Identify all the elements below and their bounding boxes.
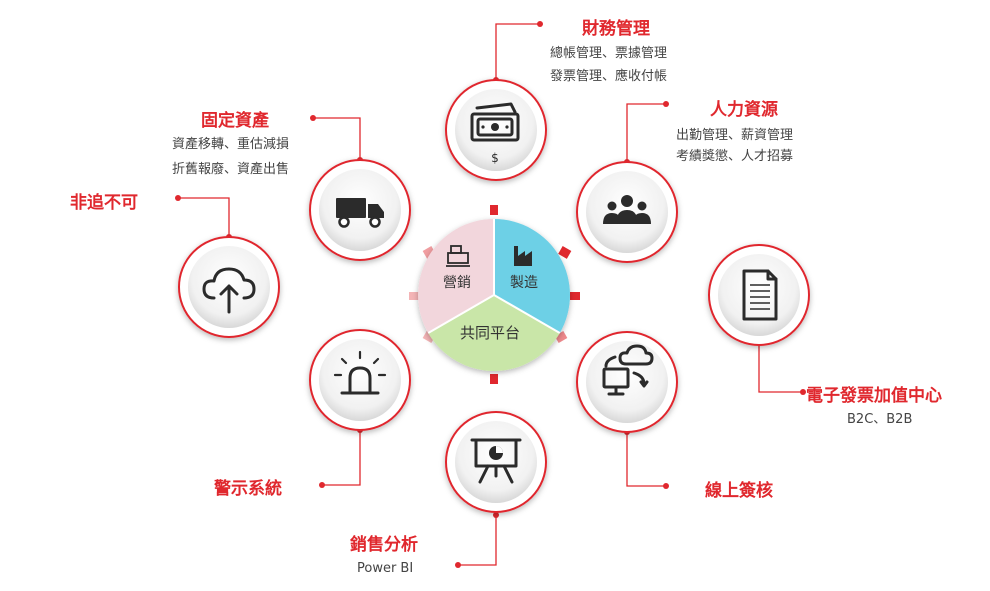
money-icon: $ <box>470 102 520 165</box>
pie-label-platform: 共同平台 <box>460 324 521 342</box>
truck-icon <box>336 198 384 228</box>
pie-dividers <box>427 219 561 334</box>
node-sales <box>445 411 547 513</box>
factory-icon <box>514 246 532 266</box>
finance-line-1: 總帳管理、票據管理 <box>550 46 668 61</box>
alert-title: 警示系統 <box>214 479 282 499</box>
pie-sector-manufacturing <box>494 219 570 333</box>
sales-title: 銷售分析 <box>350 535 418 555</box>
assets-line-2: 折舊報廢、資產出售 <box>172 162 290 177</box>
svg-text:$: $ <box>491 151 499 165</box>
node-cloud <box>178 236 280 338</box>
hr-line-2: 考績獎懲、人才招募 <box>676 149 794 164</box>
pie-label-manufacturing: 製造 <box>510 275 538 291</box>
cloud-title: 非追不可 <box>70 193 138 213</box>
pie-label-marketing: 營銷 <box>443 275 471 291</box>
finance-title: 財務管理 <box>582 19 650 39</box>
signoff-title: 線上簽核 <box>705 481 773 501</box>
presentation-icon <box>470 438 522 484</box>
cloud-upload-icon <box>202 267 256 314</box>
assets-title: 固定資產 <box>201 111 269 131</box>
assets-line-1: 資產移轉、重估減損 <box>172 137 290 152</box>
finance-line-2: 發票管理、應收付帳 <box>550 69 668 84</box>
sales-line-1: Power BI <box>357 561 414 576</box>
einvoice-title: 電子發票加值中心 <box>806 386 942 406</box>
pie-sector-platform <box>428 295 560 371</box>
node-alert <box>309 329 411 431</box>
siren-icon <box>333 350 387 395</box>
node-einvoice <box>708 244 810 346</box>
people-icon <box>603 195 651 224</box>
hr-title: 人力資源 <box>710 100 778 120</box>
einvoice-line-1: B2C、B2B <box>847 412 913 427</box>
register-icon <box>446 245 470 267</box>
center-pie <box>418 219 570 371</box>
pie-sector-marketing <box>418 219 494 333</box>
hr-line-1: 出勤管理、薪資管理 <box>676 128 794 143</box>
cloud-sync-icon <box>602 344 654 396</box>
document-icon <box>742 269 778 321</box>
